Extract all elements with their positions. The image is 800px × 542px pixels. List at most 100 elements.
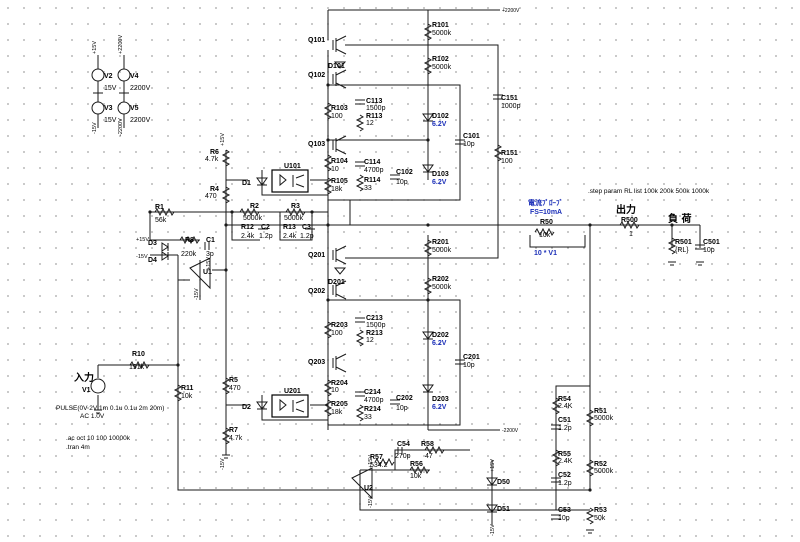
value-r5: 470 xyxy=(229,385,241,392)
component-labels: R101 5000k R102 5000k R103 100 C113 1500… xyxy=(129,22,720,522)
label-r501: R501 xyxy=(675,239,692,246)
value-r203: 100 xyxy=(331,330,343,337)
label-c51: C51 xyxy=(558,417,571,424)
ac-directive: .ac oct 10 100 10000k xyxy=(66,435,131,442)
value-r151: 100 xyxy=(501,158,513,165)
label-v2: V2 xyxy=(104,73,113,80)
value-r54: 2.4K xyxy=(558,403,573,410)
value-r214: 33 xyxy=(364,414,372,421)
value-c1: 3p xyxy=(206,251,214,258)
value-c113: 1500p xyxy=(366,105,386,112)
value-v2: 15V xyxy=(104,85,117,92)
label-c2: C2 xyxy=(261,224,270,231)
value-r6: 4.7k xyxy=(205,156,219,163)
value-r10: 191k xyxy=(129,364,145,371)
label-c102: C102 xyxy=(396,169,413,176)
input-label: 入力 xyxy=(74,371,94,384)
value-c54: 270p xyxy=(395,453,411,460)
label-c202: C202 xyxy=(396,395,413,402)
value-c52: 1.2p xyxy=(558,480,572,487)
label-r101: R101 xyxy=(432,22,449,29)
value-v4: 2200V xyxy=(130,85,151,92)
net-p15-r6: +15V xyxy=(220,133,226,146)
label-d3: D3 xyxy=(148,240,157,247)
label-r10: R10 xyxy=(132,351,145,358)
label-c214: C214 xyxy=(364,389,381,396)
label-c113: C113 xyxy=(366,98,382,105)
label-r201: R201 xyxy=(432,239,449,246)
label-r104: R104 xyxy=(331,158,348,165)
value-r500: 1 xyxy=(629,231,633,238)
label-d50: D50 xyxy=(497,479,510,486)
value-r51: 5000k xyxy=(594,415,614,422)
value-c501: 10p xyxy=(703,247,715,254)
label-r500: R500 xyxy=(621,217,638,224)
label-r11: R11 xyxy=(181,385,194,392)
value-d203: 6.2V xyxy=(432,404,447,411)
label-c201: C201 xyxy=(463,354,480,361)
optocoupler-symbols xyxy=(271,169,309,418)
transistor-symbols xyxy=(332,35,347,373)
label-r114: R114 xyxy=(364,177,380,184)
net-p15-u1: +15V xyxy=(206,257,212,270)
net-m15-r7: -15V xyxy=(220,458,226,470)
value-r1: 56k xyxy=(155,217,167,224)
label-r53: R53 xyxy=(594,507,607,514)
label-r4: R4 xyxy=(210,186,219,193)
label-c151: C151 xyxy=(501,95,518,102)
label-c114: C114 xyxy=(364,159,380,166)
net-p15: +15V xyxy=(92,41,98,54)
label-v4: V4 xyxy=(130,73,139,80)
value-r103: 100 xyxy=(331,113,343,120)
diode-symbols xyxy=(161,61,498,513)
label-r205: R205 xyxy=(331,401,348,408)
label-q103: Q103 xyxy=(308,141,325,148)
ground-symbols xyxy=(94,261,704,534)
net-p15-u2: +15V xyxy=(368,455,374,468)
label-r1: R1 xyxy=(155,204,164,211)
net-p2200: +2200V xyxy=(118,35,124,54)
value-r114: 33 xyxy=(364,185,372,192)
label-r3: R3 xyxy=(291,203,300,210)
value-v5: 2200V xyxy=(130,117,151,124)
value-r3: 5000k xyxy=(284,215,304,222)
net-m15-u1: -15V xyxy=(194,288,200,300)
label-q201: Q201 xyxy=(308,252,325,259)
label-d201: D201 xyxy=(328,279,345,286)
label-c54: C54 xyxy=(397,441,410,448)
value-r102: 5000k xyxy=(432,64,452,71)
label-r54: R54 xyxy=(558,396,571,403)
label-r151: R151 xyxy=(501,150,518,157)
label-c53: C53 xyxy=(558,507,571,514)
label-r50: R50 xyxy=(540,219,553,226)
label-d1: D1 xyxy=(242,180,251,187)
value-r56: 10k xyxy=(410,473,422,480)
label-d2: D2 xyxy=(242,404,251,411)
label-c501: C501 xyxy=(703,239,720,246)
value-c114: 4700p xyxy=(364,167,384,174)
label-r51: R51 xyxy=(594,408,607,415)
net-m15-d4: -15V xyxy=(136,254,148,260)
value-d202: 6.2V xyxy=(432,340,447,347)
label-v3: V3 xyxy=(104,105,113,112)
label-r58: R58 xyxy=(421,441,434,448)
value-d103: 6.2V xyxy=(432,179,447,186)
value-r105: 18k xyxy=(331,186,343,193)
value-d102: 6.2V xyxy=(432,121,447,128)
value-c2: 1.2p xyxy=(259,233,273,240)
value-r12: 2.4k xyxy=(241,233,255,240)
ac-spec: AC 1.0V xyxy=(80,413,105,420)
value-r4: 470 xyxy=(205,193,217,200)
symbols xyxy=(90,23,705,534)
value-c202: 10p xyxy=(396,405,408,412)
net-bottom-rail: -2200V xyxy=(502,428,519,434)
value-r11: 10k xyxy=(181,393,193,400)
label-r57: R57 xyxy=(370,454,383,461)
value-r202: 5000k xyxy=(432,284,452,291)
value-c151: 1000p xyxy=(501,103,521,110)
label-d101: D101 xyxy=(328,63,345,70)
value-c3: 1.2p xyxy=(300,233,314,240)
value-r55: 2.4K xyxy=(558,458,573,465)
value-r13: 2.4k xyxy=(283,233,297,240)
